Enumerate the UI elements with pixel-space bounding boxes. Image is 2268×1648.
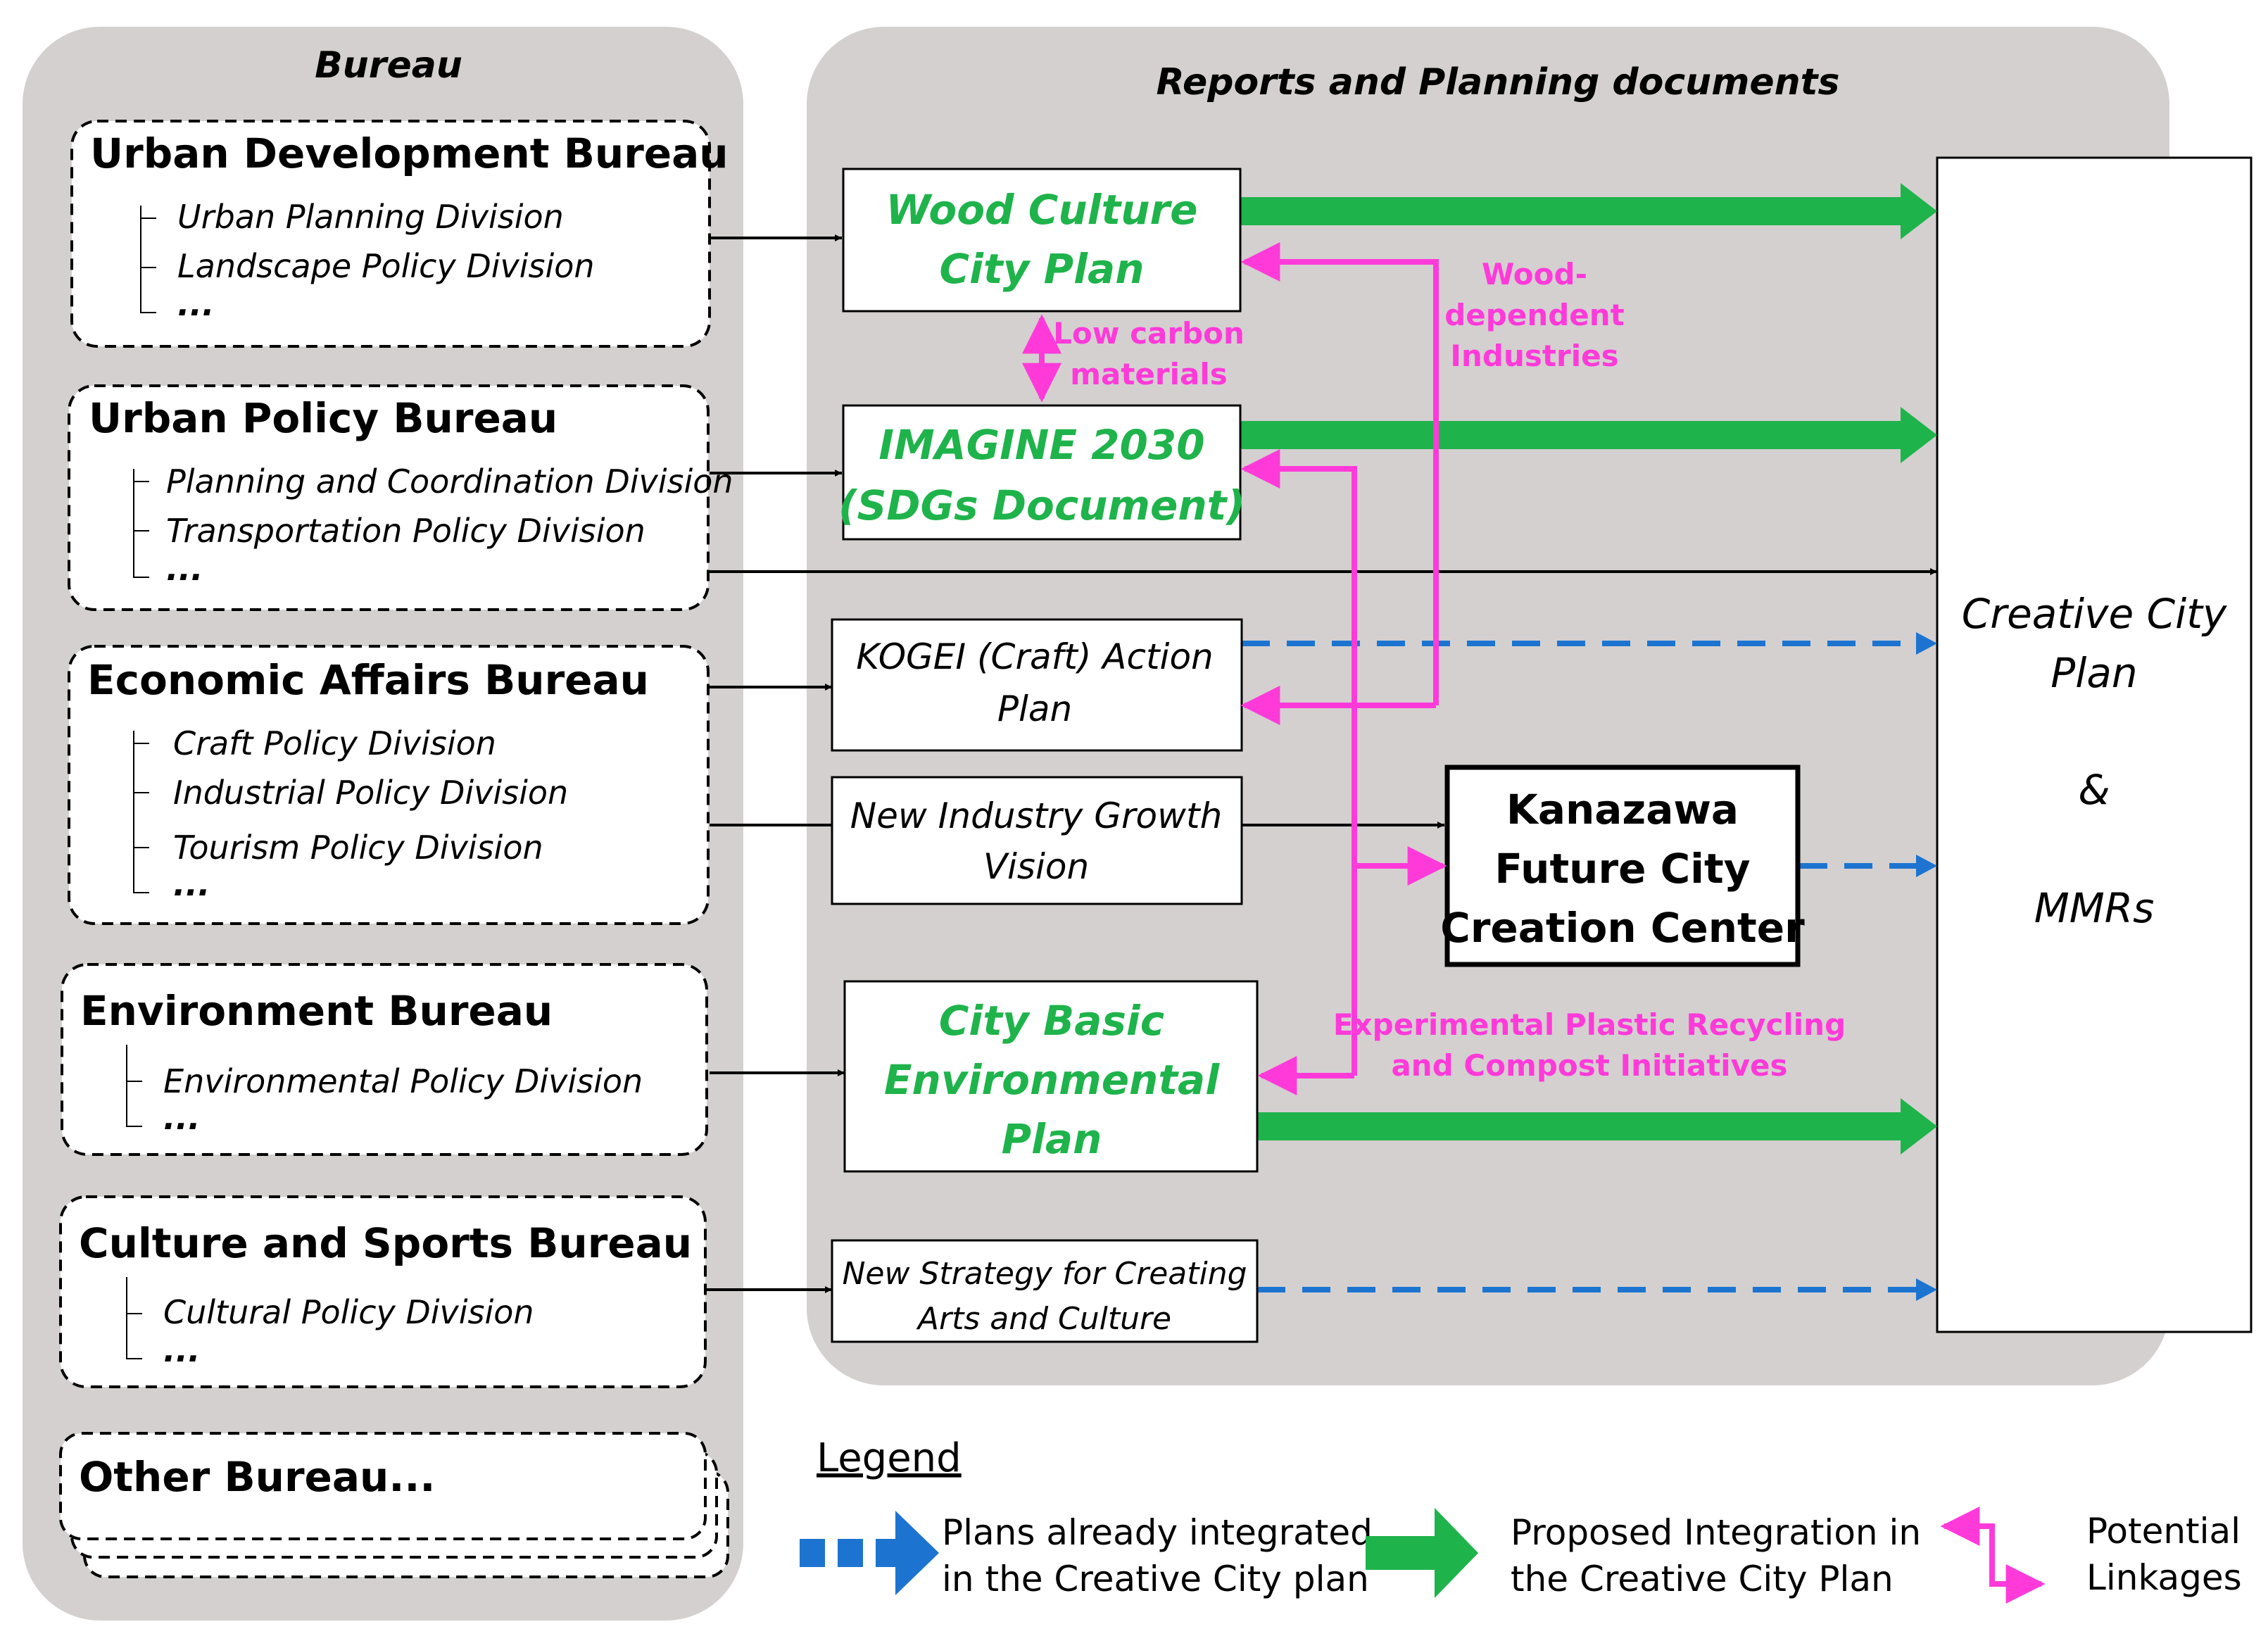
doc-new-strategy-line-1: New Strategy for Creating	[842, 1256, 1247, 1292]
legend-integrated-line-2: in the Creative City plan	[942, 1559, 1369, 1599]
target-line-4: MMRs	[2034, 884, 2155, 932]
reports-panel-title: Reports and Planning documents	[1157, 61, 1840, 103]
doc-kogei-action-plan: KOGEI (Craft) Action Plan	[831, 618, 1243, 752]
doc-new-industry-line-1: New Industry Growth	[850, 795, 1223, 836]
doc-new-industry-line-2: Vision	[983, 846, 1089, 887]
legend: Legend Plans already integrated in the C…	[800, 1435, 2242, 1604]
bureau-urban-development-title: Urban Development Bureau	[90, 130, 729, 177]
link-label-wood-dependent-1: Wood-	[1482, 257, 1587, 291]
division-more: ...	[173, 865, 210, 903]
division-cultural-policy: Cultural Policy Division	[163, 1293, 534, 1331]
division-craft-policy: Craft Policy Division	[173, 724, 496, 762]
legend-potential-line-2: Linkages	[2086, 1557, 2242, 1598]
link-label-wood-dependent-2: dependent	[1444, 298, 1625, 332]
bureau-environment-title: Environment Bureau	[80, 987, 553, 1035]
center-line-1: Kanazawa	[1506, 786, 1739, 834]
doc-imagine-line-2: (SDGs Document)	[838, 482, 1245, 529]
division-more: ...	[166, 550, 203, 588]
bureau-panel-title: Bureau	[315, 44, 462, 87]
division-transportation-policy: Transportation Policy Division	[166, 512, 645, 550]
target-line-3: &	[2078, 766, 2110, 814]
legend-integrated-symbol	[800, 1511, 939, 1595]
doc-city-basic-line-3: Plan	[1002, 1115, 1102, 1163]
doc-kogei-line-2: Plan	[997, 688, 1072, 729]
division-tourism-policy: Tourism Policy Division	[173, 829, 543, 867]
legend-integrated-line-1: Plans already integrated	[942, 1512, 1373, 1553]
bureau-other: Other Bureau...	[59, 1432, 729, 1578]
doc-imagine-2030: IMAGINE 2030 (SDGs Document)	[838, 404, 1245, 541]
target-line-1: Creative City	[1962, 590, 2227, 638]
division-landscape-policy: Landscape Policy Division	[177, 247, 595, 285]
bureau-connectors	[707, 234, 1937, 1293]
doc-new-industry-growth-vision: New Industry Growth Vision	[831, 776, 1243, 905]
center-line-2: Future City	[1494, 845, 1750, 893]
target-line-2: Plan	[2050, 649, 2137, 697]
doc-wood-culture-line-2: City Plan	[940, 245, 1145, 293]
doc-city-basic-environmental-plan: City Basic Environmental Plan	[843, 980, 1259, 1173]
division-more: ...	[177, 285, 214, 323]
division-planning-coordination: Planning and Coordination Division	[166, 463, 733, 501]
kanazawa-future-city-creation-center: Kanazawa Future City Creation Center	[1440, 765, 1805, 967]
doc-city-basic-line-2: Environmental	[884, 1056, 1220, 1104]
legend-proposed-line-1: Proposed Integration in	[1511, 1512, 1921, 1553]
bureau-culture-sports-title: Culture and Sports Bureau	[79, 1219, 692, 1267]
center-line-3: Creation Center	[1440, 904, 1805, 952]
link-label-low-carbon-1: Low carbon	[1053, 316, 1245, 351]
doc-city-basic-line-1: City Basic	[939, 997, 1164, 1045]
link-label-low-carbon-2: materials	[1070, 357, 1228, 391]
doc-wood-culture-city-plan: Wood Culture City Plan	[842, 168, 1242, 313]
doc-new-strategy-arts-culture: New Strategy for Creating Arts and Cultu…	[831, 1239, 1259, 1343]
link-label-plastic-2: and Compost Initiatives	[1391, 1048, 1787, 1083]
legend-title: Legend	[817, 1435, 962, 1481]
legend-proposed-symbol	[1366, 1508, 1478, 1598]
division-more: ...	[163, 1099, 200, 1137]
link-label-plastic-1: Experimental Plastic Recycling	[1333, 1007, 1846, 1042]
bureau-economic-affairs: Economic Affairs Bureau Craft Policy Div…	[68, 645, 710, 925]
legend-potential-line-1: Potential	[2086, 1511, 2241, 1552]
division-environmental-policy: Environmental Policy Division	[163, 1062, 643, 1100]
creative-city-plan-box: Creative City Plan & MMRs	[1936, 156, 2253, 1333]
division-industrial-policy: Industrial Policy Division	[173, 774, 568, 812]
bureau-urban-policy: Urban Policy Bureau Planning and Coordin…	[68, 384, 733, 611]
doc-new-strategy-line-2: Arts and Culture	[916, 1301, 1171, 1337]
doc-kogei-line-1: KOGEI (Craft) Action	[856, 636, 1213, 677]
bureau-urban-development: Urban Development Bureau Urban Planning …	[70, 120, 729, 348]
legend-proposed-line-2: the Creative City Plan	[1511, 1559, 1894, 1599]
bureau-culture-sports: Culture and Sports Bureau Cultural Polic…	[59, 1195, 707, 1388]
legend-potential-symbol	[1940, 1507, 2046, 1604]
potential-linkages	[1022, 242, 1447, 1095]
integrated-arrowheads	[1916, 632, 1937, 1301]
doc-wood-culture-line-1: Wood Culture	[886, 186, 1198, 234]
link-label-wood-dependent-3: Industries	[1450, 339, 1618, 373]
bureau-environment: Environment Bureau Environmental Policy …	[61, 963, 708, 1156]
division-urban-planning: Urban Planning Division	[177, 198, 564, 236]
bureau-economic-affairs-title: Economic Affairs Bureau	[87, 656, 649, 704]
doc-imagine-line-1: IMAGINE 2030	[878, 421, 1204, 469]
bureau-other-title: Other Bureau...	[79, 1453, 435, 1501]
division-more: ...	[163, 1331, 200, 1369]
proposed-integration-arrows	[1240, 183, 1937, 1155]
bureau-urban-policy-title: Urban Policy Bureau	[89, 394, 557, 442]
